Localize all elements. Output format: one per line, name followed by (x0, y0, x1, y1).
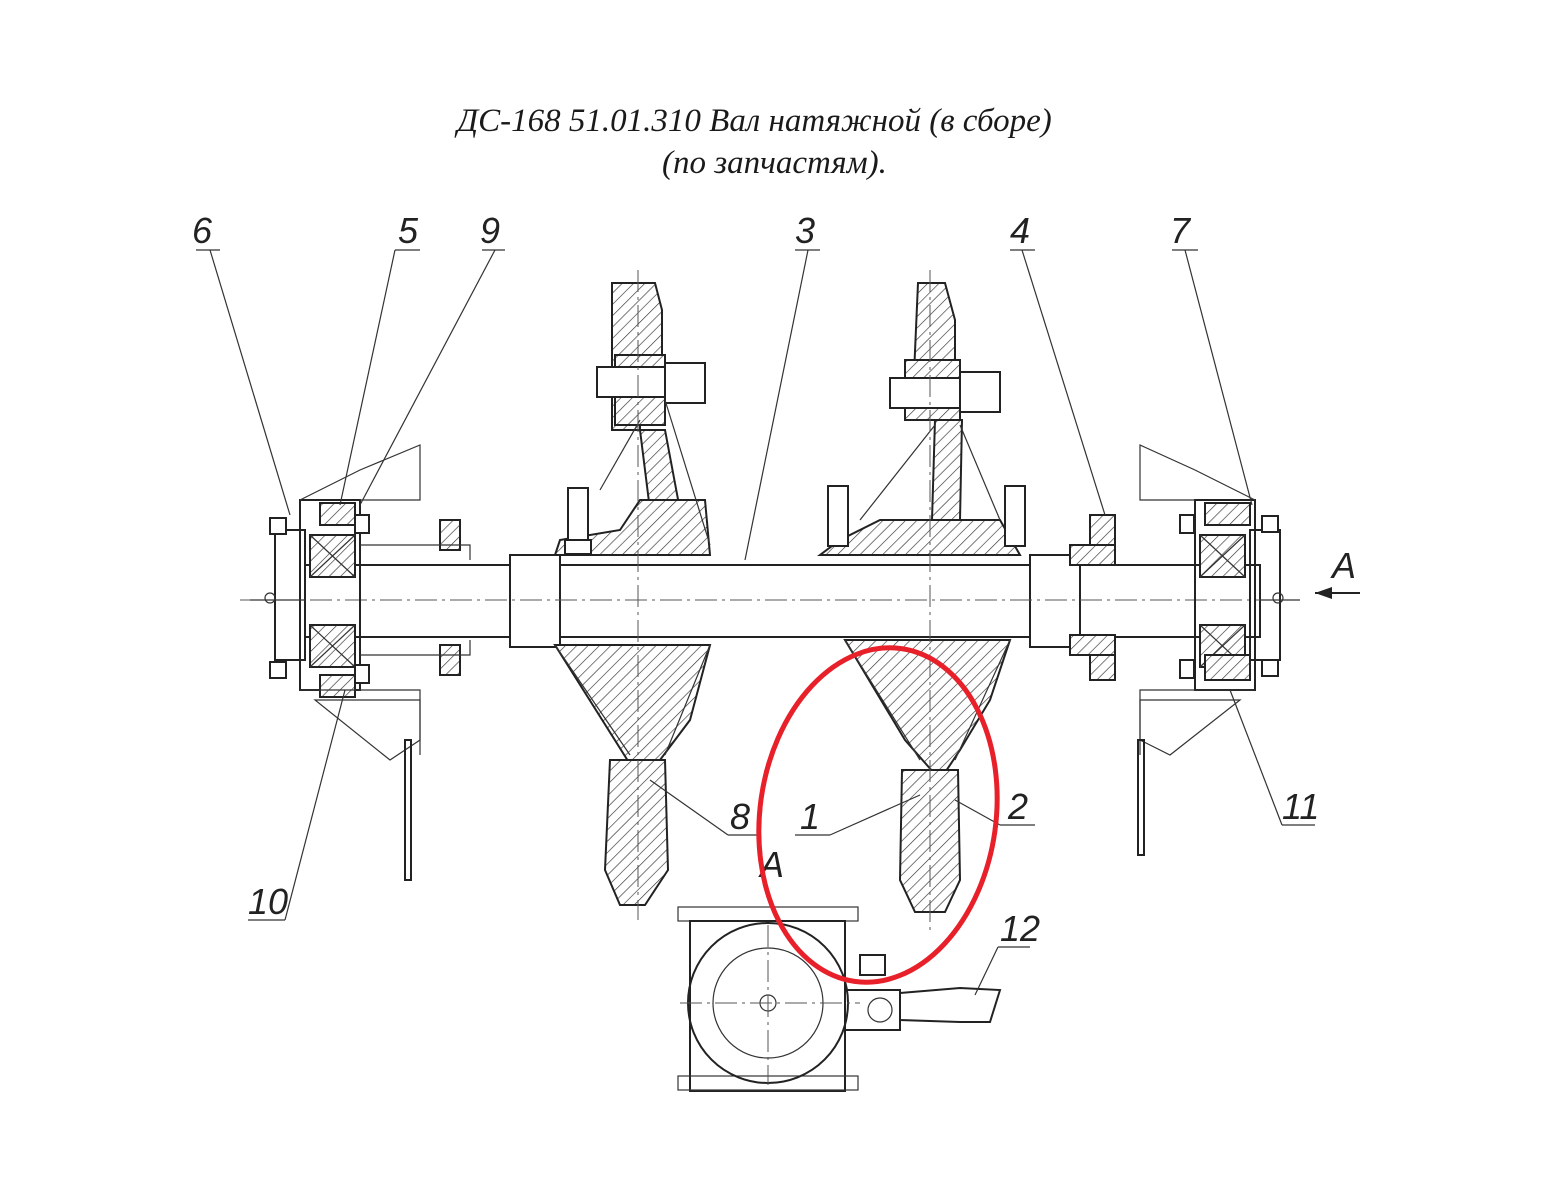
callout-1: 1 (800, 796, 820, 837)
callout-5: 5 (398, 210, 419, 251)
callout-10: 10 (248, 881, 288, 922)
leader-lines (196, 249, 1315, 996)
right-sprocket (817, 270, 1026, 930)
callout-9: 9 (480, 210, 500, 251)
callout-7: 7 (1170, 210, 1192, 251)
callout-11: 11 (1282, 786, 1319, 827)
right-bearing-housing (1069, 444, 1300, 856)
view-a-tensioner (677, 906, 1002, 1092)
drawing-subtitle: (по запчастям). (662, 145, 887, 181)
callout-12: 12 (1000, 908, 1040, 949)
highlight-ellipse (756, 645, 1000, 985)
callout-2: 2 (1007, 786, 1028, 827)
drawing-title: ДС-168 51.01.310 Вал натяжной (в сборе) (457, 103, 1052, 139)
callout-4: 4 (1010, 210, 1030, 251)
shaft (240, 554, 1300, 648)
callout-8: 8 (730, 796, 750, 837)
callout-3: 3 (795, 210, 815, 251)
view-arrow (1315, 587, 1360, 599)
left-sprocket (553, 270, 712, 920)
view-marker-label: A (1330, 545, 1356, 586)
callout-6: 6 (192, 210, 213, 251)
left-bearing-housing (250, 444, 471, 881)
